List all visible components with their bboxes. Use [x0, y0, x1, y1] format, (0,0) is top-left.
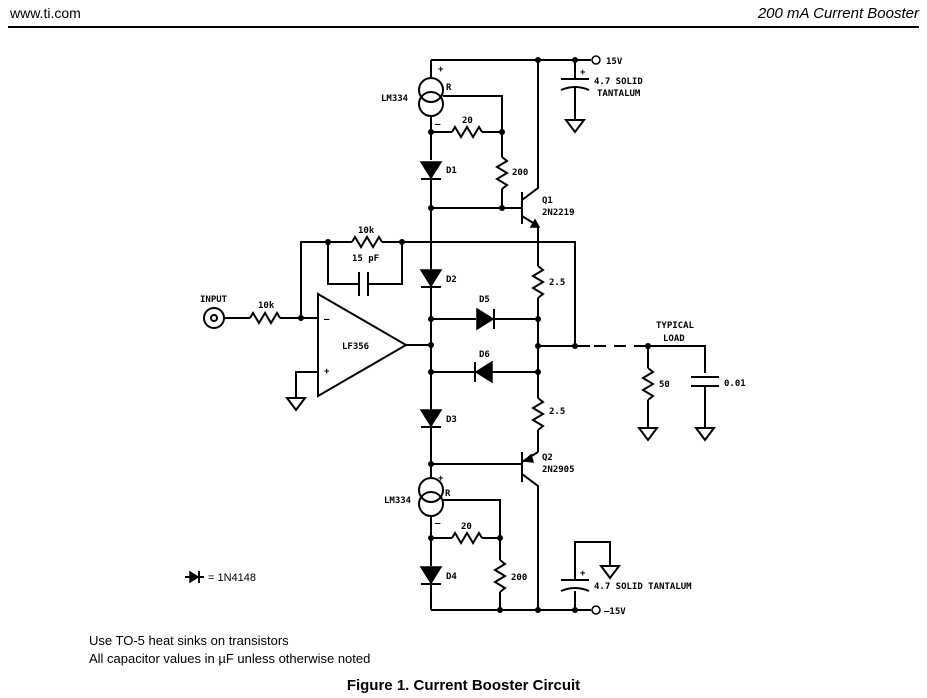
cap-top-plus: + [580, 68, 586, 78]
diode-d2-icon [419, 269, 443, 288]
lm334-bottom-label: LM334 [384, 496, 412, 506]
site-url[interactable]: www.ti.com [10, 5, 81, 21]
d4-label: D4 [446, 572, 457, 582]
r200-top-label: 200 [512, 168, 528, 178]
r20-top-label: 20 [462, 116, 473, 126]
wire [443, 499, 501, 538]
wire [482, 131, 503, 157]
d5-label: D5 [479, 295, 490, 305]
cap-0-01-icon [691, 376, 719, 387]
ground-icon [695, 417, 715, 441]
wire [443, 95, 503, 132]
header-rule [8, 26, 919, 28]
lm334-bottom-minus: – [435, 519, 441, 529]
resistor-10k-feedback-icon [351, 235, 383, 249]
diode-d3-icon [419, 409, 443, 428]
lm334-bottom-plus: + [438, 474, 444, 484]
c001-label: 0.01 [724, 379, 746, 389]
wire [574, 541, 611, 580]
opamp-minus: – [324, 315, 330, 325]
wire [521, 60, 539, 201]
input-terminal-center [210, 314, 218, 322]
wire [295, 371, 318, 390]
q2-label: Q2 [542, 453, 553, 463]
junction-dots [298, 57, 651, 613]
typical-load-label-2: LOAD [663, 334, 685, 344]
q2-part-label: 2N2905 [542, 465, 575, 475]
neg-supply-label: –15V [604, 607, 626, 617]
note-capacitor-units: All capacitor values in µF unless otherw… [89, 651, 371, 666]
input-label: INPUT [200, 295, 228, 305]
ground-icon [565, 109, 585, 133]
resistor-2-5-top-icon [531, 265, 545, 299]
d2-label: D2 [446, 275, 457, 285]
d6-label: D6 [479, 350, 490, 360]
r200-bottom-label: 200 [511, 573, 527, 583]
q2-emitter-arrow [522, 453, 535, 463]
ground-icon [286, 387, 306, 411]
cap-15pf-icon [358, 272, 369, 296]
r-top-label: R [446, 83, 452, 93]
r20-bottom-label: 20 [461, 522, 472, 532]
legend-diode-bar [185, 571, 204, 583]
cap-bottom-plus: + [580, 569, 586, 579]
lm334-top-minus: – [435, 120, 441, 130]
note-heat-sinks: Use TO-5 heat sinks on transistors [89, 633, 289, 648]
wire [482, 537, 501, 560]
lm334-top-icon [418, 77, 444, 103]
resistor-20-top-icon [451, 125, 483, 139]
opamp-plus: + [324, 367, 330, 377]
pos-supply-label: 15V [606, 57, 623, 67]
cap-bottom-label: 4.7 SOLID TANTALUM [594, 582, 692, 592]
diode-d5-icon [476, 307, 495, 331]
q1-emitter-arrow [529, 218, 541, 228]
diode-d4-icon [419, 566, 443, 585]
resistor-50-icon [641, 367, 655, 401]
resistor-2-5-bottom-icon [531, 397, 545, 431]
wire [521, 473, 539, 610]
r25-top-label: 2.5 [549, 278, 565, 288]
typical-load-label-1: TYPICAL [656, 321, 695, 331]
r10k-feedback-label: 10k [358, 226, 375, 236]
lm334-bottom-icon-inner [418, 491, 444, 517]
cap-top-label-1: 4.7 SOLID [594, 77, 643, 87]
legend-label: = 1N4148 [208, 572, 256, 584]
resistor-200-top-icon [495, 156, 509, 190]
q1-label: Q1 [542, 196, 553, 206]
cap-bottom-plate-curved [560, 587, 590, 592]
lm334-top-label: LM334 [381, 94, 409, 104]
wire [327, 242, 359, 285]
wire [382, 241, 576, 346]
input-terminal [203, 307, 225, 329]
r25-bottom-label: 2.5 [549, 407, 565, 417]
q1-part-label: 2N2219 [542, 208, 575, 218]
ground-icon [638, 417, 658, 441]
d1-label: D1 [446, 166, 457, 176]
diode-d6-icon [474, 360, 493, 384]
resistor-10k-input-icon [249, 311, 281, 325]
neg-supply-terminal [591, 605, 601, 615]
d3-label: D3 [446, 415, 457, 425]
cap-top-label-2: TANTALUM [597, 89, 641, 99]
opamp-lf356-icon [317, 292, 408, 398]
lm334-top-plus: + [438, 65, 444, 75]
r50-label: 50 [659, 380, 670, 390]
r10k-input-label: 10k [258, 301, 275, 311]
wire [300, 241, 352, 318]
c15p-label: 15 pF [352, 254, 379, 264]
document-title: 200 mA Current Booster [757, 5, 919, 22]
resistor-200-bottom-icon [493, 559, 507, 593]
lm334-top-icon-inner [418, 91, 444, 117]
wire [368, 242, 403, 285]
pos-supply-terminal [591, 55, 601, 65]
resistor-20-bottom-icon [451, 531, 483, 545]
ground-icon [600, 555, 620, 579]
wire [645, 345, 706, 373]
diode-d1-icon [419, 161, 443, 180]
figure-caption: Figure 1. Current Booster Circuit [346, 677, 581, 694]
opamp-label: LF356 [342, 342, 369, 352]
lm334-bottom-icon [418, 477, 444, 503]
r-bottom-label: R [445, 489, 451, 499]
